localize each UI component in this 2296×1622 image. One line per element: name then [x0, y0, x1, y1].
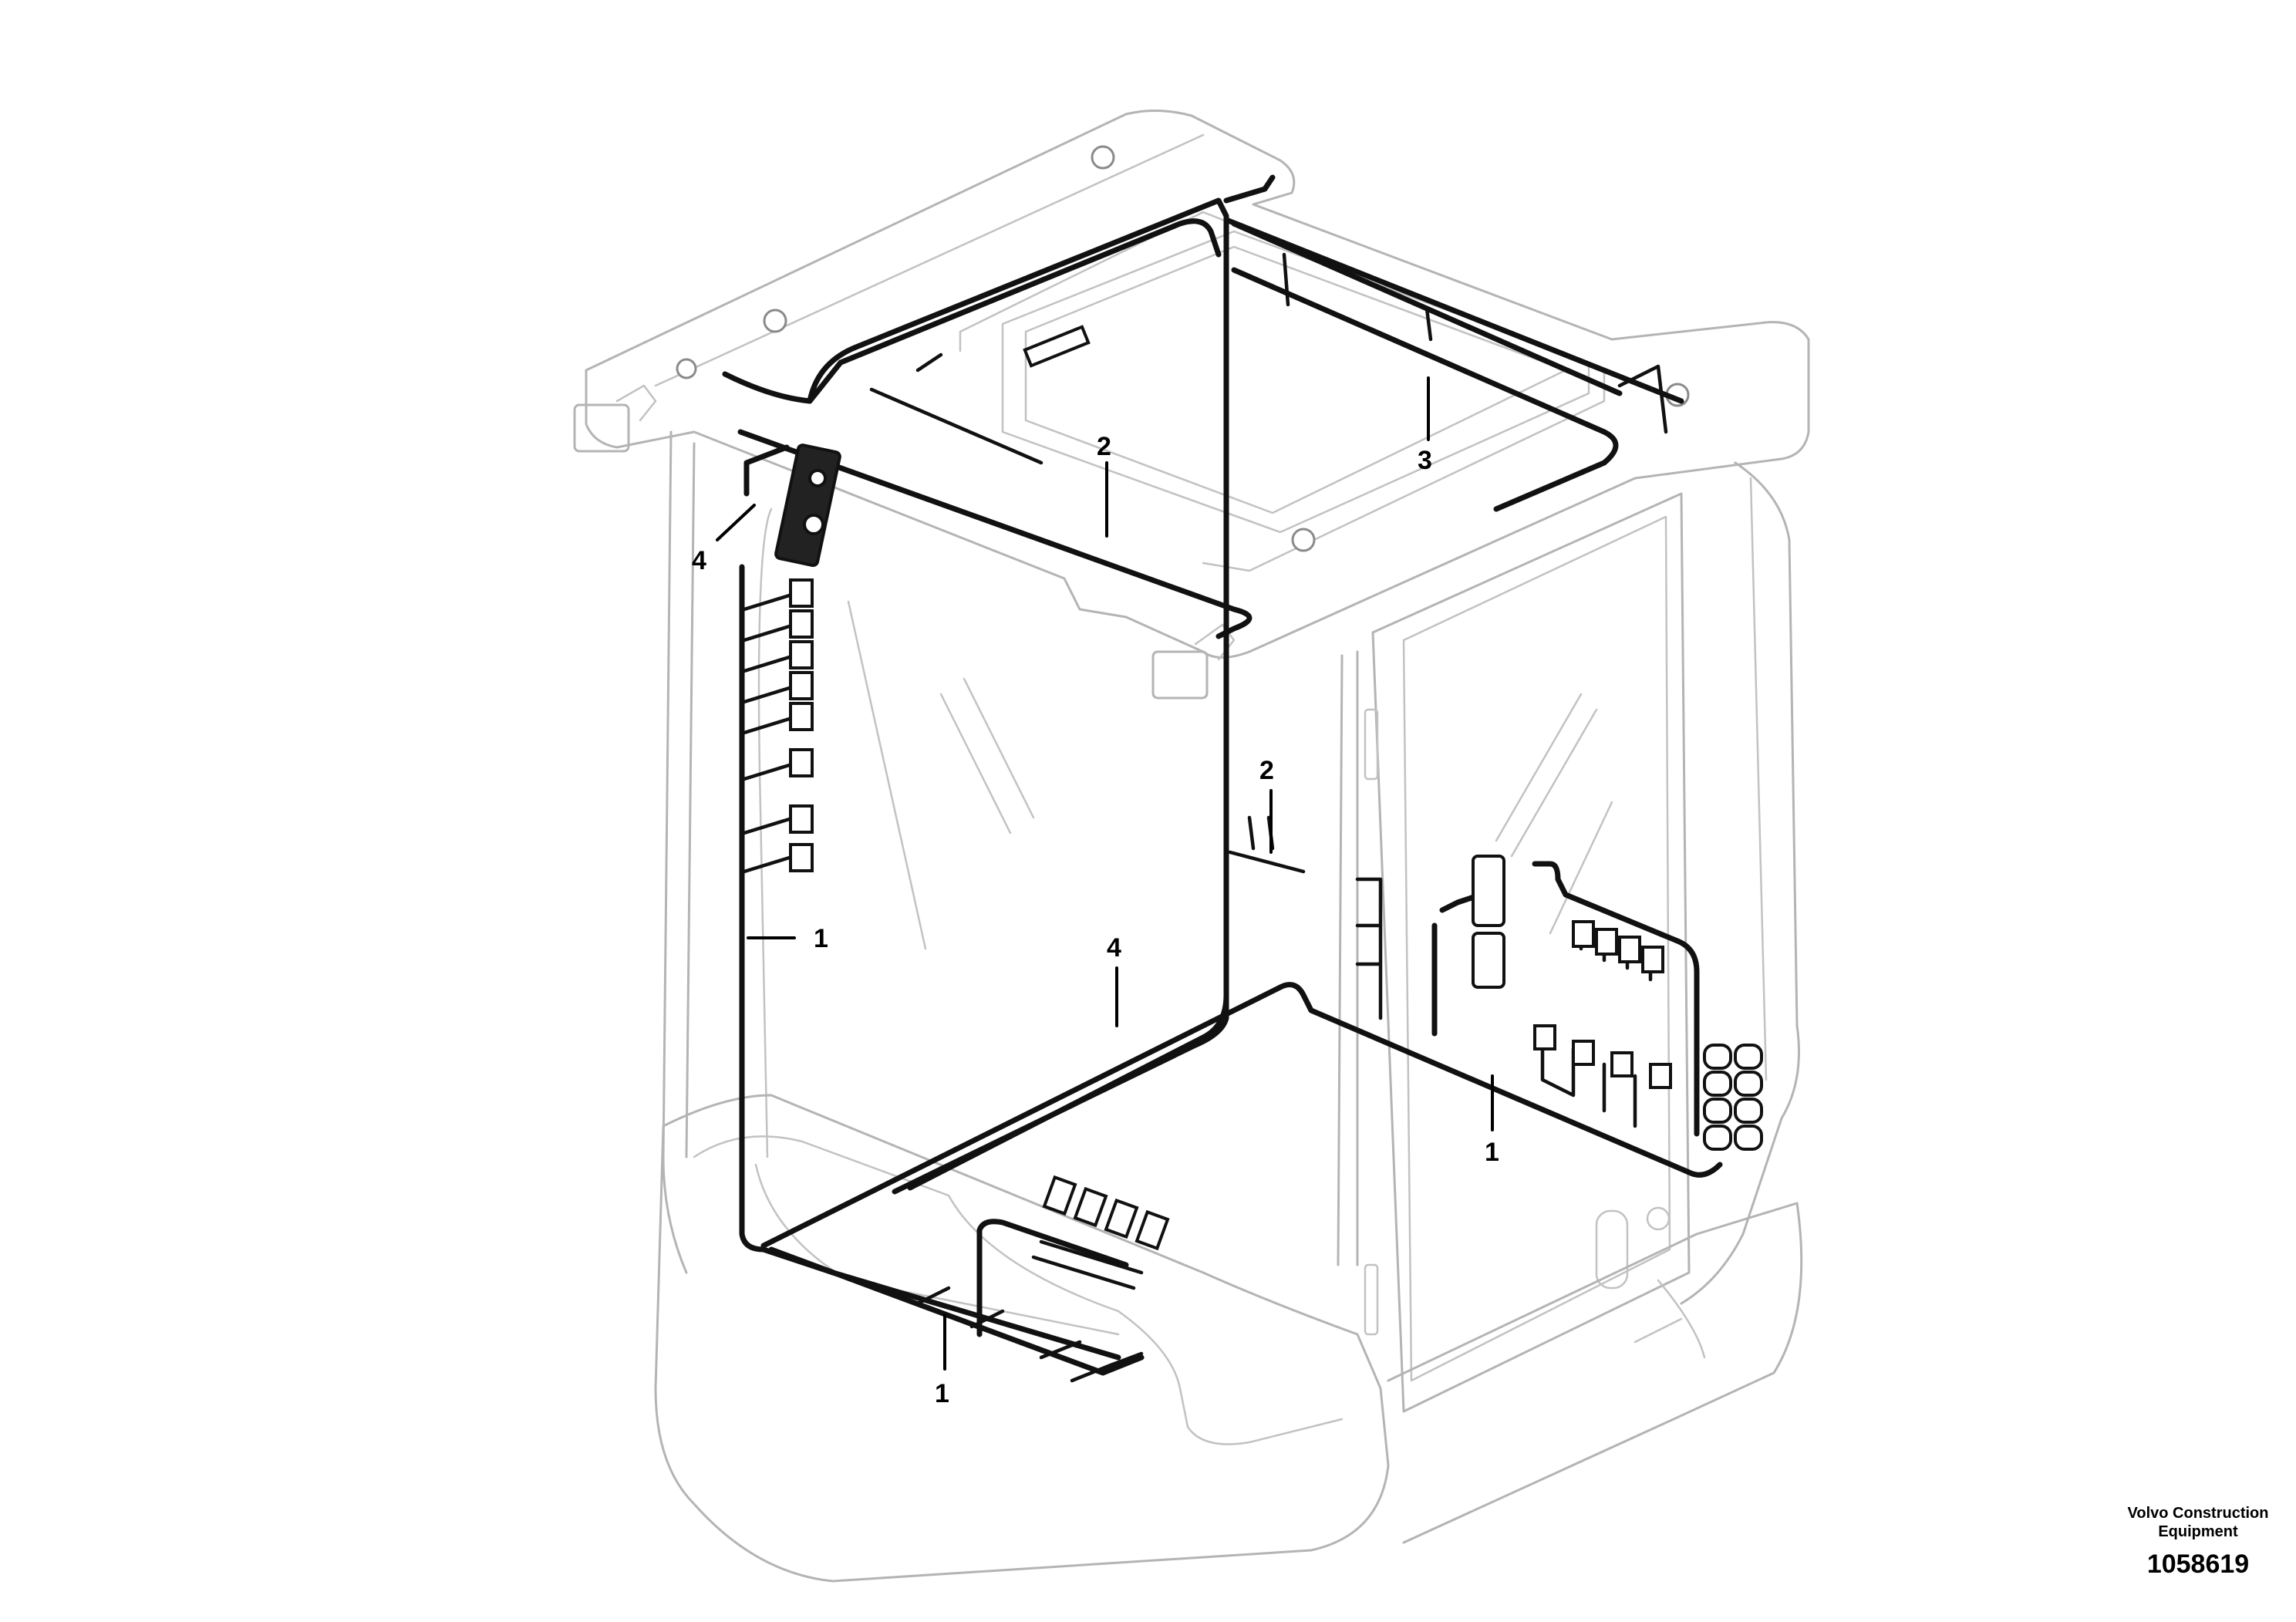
- door-handle: [1595, 1209, 1629, 1290]
- left-connector-3: [789, 640, 814, 669]
- floor-switch-connectors: [1031, 1175, 1170, 1290]
- wiring-harness: [722, 174, 1763, 1383]
- callout-2a-label: 2: [1097, 432, 1111, 461]
- rear-conn-6: [1734, 1071, 1763, 1097]
- roof-bolt-1: [1091, 145, 1115, 170]
- door-lock: [1646, 1206, 1671, 1231]
- callout-4b-label: 4: [1107, 933, 1121, 963]
- control-panel-lead: [743, 444, 790, 497]
- document-number: 1058619: [2146, 1549, 2250, 1579]
- left-connector-6: [789, 748, 814, 777]
- windshield-reflection: [939, 677, 1035, 835]
- rear-conn-8: [1734, 1125, 1763, 1151]
- right-tall-connector-1: [1472, 855, 1505, 927]
- right-lower-conn-4: [1649, 1063, 1672, 1089]
- skylight-outline: [1001, 230, 1590, 534]
- right-relay-1: [1572, 920, 1595, 948]
- windshield-left-edge: [757, 508, 927, 1158]
- work-light-center: [1151, 650, 1209, 700]
- door-glass-reflection: [1495, 693, 1613, 935]
- pedal-harness: [976, 1219, 1129, 1337]
- left-connector-2: [789, 609, 814, 639]
- lower-body-inner: [693, 1135, 1344, 1445]
- left-connector-7: [789, 804, 814, 834]
- right-door-frame: [1371, 492, 1691, 1413]
- floor-lower-harness: [768, 1246, 1145, 1376]
- rear-conn-1: [1703, 1044, 1732, 1070]
- left-stack-leads: [742, 592, 797, 874]
- left-connector-4: [789, 671, 814, 700]
- right-lower-conn-1: [1533, 1024, 1556, 1050]
- callout-4a-label: 4: [692, 546, 706, 575]
- control-panel-body: [774, 443, 841, 568]
- skylight-inner: [1024, 245, 1567, 514]
- roof-harness-2-loop: [807, 218, 1222, 404]
- callout-2b-label: 2: [1259, 756, 1274, 785]
- overhead-control-panel: [743, 443, 841, 568]
- floor-switch-2: [1073, 1186, 1108, 1228]
- right-tall-connector-2: [1472, 932, 1505, 989]
- rear-conn-7: [1734, 1098, 1763, 1124]
- control-panel-knob-1: [808, 469, 827, 487]
- roof-connector: [1023, 325, 1091, 368]
- roof-bolt-3: [1291, 528, 1316, 552]
- left-connector-stack: [742, 578, 814, 874]
- publisher-line-1: Volvo Construction: [2127, 1505, 2269, 1522]
- right-side-vertical-1: [1355, 877, 1383, 1020]
- rear-pillar: [1680, 461, 1800, 1305]
- rear-pillar-inner: [1749, 477, 1768, 1081]
- floor-switch-4: [1135, 1209, 1170, 1251]
- roof-outline: [585, 110, 1810, 659]
- right-lower-step: [1633, 1279, 1706, 1359]
- door-hinge-upper: [1364, 708, 1379, 781]
- floor-switch-3: [1104, 1198, 1139, 1239]
- callouts: 1 1 1 2 2 3 4 4: [692, 376, 1499, 1408]
- right-relay-3: [1618, 936, 1641, 963]
- front-left-pillar: [662, 430, 696, 1274]
- left-connector-1: [789, 578, 814, 608]
- right-lower-body: [1387, 1202, 1803, 1544]
- work-light-left: [573, 403, 630, 453]
- publisher-label: Volvo Construction Equipment: [2113, 1504, 2283, 1541]
- cab-outline: [573, 110, 1810, 1583]
- center-drop-branches: [1228, 815, 1306, 874]
- rear-conn-3: [1703, 1098, 1732, 1124]
- lower-body-outline: [654, 1094, 1390, 1583]
- roof-harness-3: [1223, 217, 1684, 512]
- left-connector-8: [789, 843, 814, 872]
- floor-main-harness: [760, 982, 1723, 1249]
- roof-harness-2-branch: [869, 352, 1043, 465]
- callout-1a-label: 1: [814, 924, 828, 953]
- left-harness-1: [739, 564, 1121, 1361]
- rear-conn-2: [1703, 1071, 1732, 1097]
- right-door-inner: [1402, 515, 1671, 1382]
- publisher-line-2: Equipment: [2158, 1523, 2238, 1540]
- right-lower-conn-3: [1610, 1051, 1633, 1077]
- callout-1b-label: 1: [1485, 1138, 1499, 1167]
- right-relay-4: [1641, 946, 1664, 973]
- rear-conn-4: [1703, 1125, 1732, 1151]
- control-panel-knob-2: [803, 514, 824, 535]
- floor-switch-1: [1042, 1175, 1077, 1216]
- roof-top-rail: [1223, 174, 1623, 396]
- floor-harness-4: [892, 992, 1229, 1195]
- roof-bolt-2: [763, 309, 787, 333]
- front-right-pillar: [1337, 650, 1359, 1266]
- callout-1c-label: 1: [935, 1379, 949, 1408]
- floor-branches: [915, 1286, 1144, 1383]
- floor-switch-leads: [1031, 1239, 1144, 1290]
- roof-harness-3-branches: [1282, 252, 1668, 434]
- light-bracket-left: [615, 384, 657, 422]
- right-relay-2: [1595, 928, 1618, 956]
- callout-3-label: 3: [1418, 446, 1432, 475]
- rear-conn-5: [1734, 1044, 1763, 1070]
- left-connector-5: [789, 702, 814, 731]
- right-lower-conn-2: [1572, 1040, 1595, 1066]
- rear-connector-bank: [1703, 1044, 1763, 1151]
- door-hinge-lower: [1364, 1263, 1379, 1336]
- roof-harness-front-drop: [737, 429, 1253, 639]
- roof-bolt-5: [676, 358, 697, 379]
- callout-4a-leader: [716, 504, 756, 541]
